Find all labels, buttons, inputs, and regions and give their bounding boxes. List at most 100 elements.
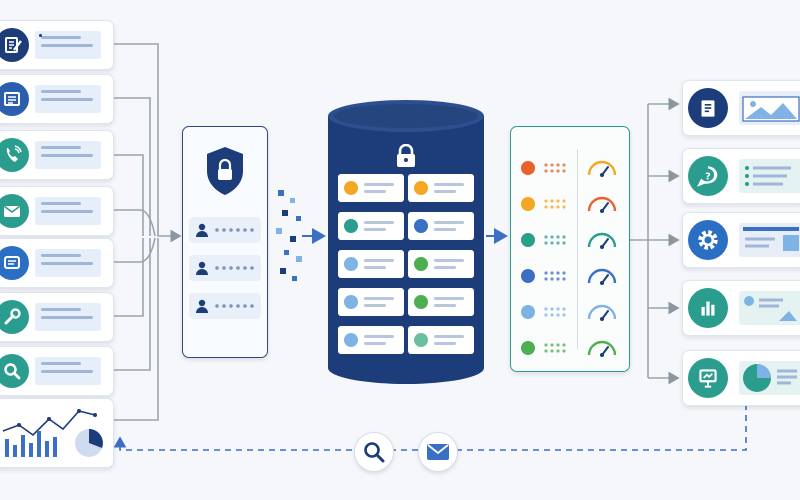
metric-dots	[544, 199, 566, 209]
metric-status-dot	[521, 197, 535, 211]
image-thumbnail-icon	[742, 96, 800, 122]
record-status-dot	[344, 181, 358, 195]
placeholder-line	[41, 316, 93, 319]
placeholder-line	[41, 370, 93, 373]
gear-icon	[688, 220, 728, 260]
presentation-icon	[688, 358, 728, 398]
placeholder-line	[41, 202, 81, 205]
source-card	[0, 130, 114, 180]
profile-thumbnail-icon	[744, 296, 797, 321]
record-status-dot	[414, 219, 428, 233]
database-record	[408, 288, 474, 316]
user-icon	[196, 261, 208, 275]
record-status-dot	[344, 257, 358, 271]
metric-dots	[544, 271, 566, 281]
metric-row	[511, 193, 629, 219]
placeholder-line	[41, 44, 93, 47]
record-status-dot	[414, 257, 428, 271]
edit-document-icon	[0, 28, 29, 62]
preview-placeholder	[739, 361, 800, 395]
preview-placeholder	[739, 91, 800, 125]
source-card	[0, 186, 114, 236]
metric-status-dot	[521, 161, 535, 175]
feedback-mail-button[interactable]	[418, 432, 458, 472]
window-thumbnail-icon	[743, 227, 799, 251]
user-credential-row	[189, 217, 261, 243]
metric-dots	[544, 235, 566, 245]
gauge-icon	[587, 160, 617, 177]
source-card	[0, 346, 114, 396]
preview-placeholder	[739, 223, 800, 257]
metric-status-dot	[521, 269, 535, 283]
placeholder-line	[41, 210, 93, 213]
placeholder-line	[41, 146, 81, 149]
document-list-icon	[0, 82, 29, 116]
preview-placeholder	[739, 291, 800, 325]
search-icon	[0, 354, 29, 388]
chart-icon	[2, 409, 103, 457]
database-record	[408, 326, 474, 354]
preview-placeholder	[739, 159, 800, 193]
source-card	[0, 20, 114, 70]
metric-row	[511, 157, 629, 183]
record-status-dot	[414, 181, 428, 195]
help-chat-icon: ?	[688, 156, 728, 196]
metric-row	[511, 229, 629, 255]
gauge-icon	[587, 196, 617, 213]
svg-text:?: ?	[705, 171, 711, 182]
list-thumbnail-icon	[745, 166, 791, 186]
mail-icon	[427, 444, 449, 460]
record-status-dot	[344, 219, 358, 233]
processing-panel	[510, 126, 630, 372]
database-record	[338, 326, 404, 354]
output-card	[682, 350, 800, 406]
database-record	[338, 250, 404, 278]
database-record	[408, 212, 474, 240]
metric-dots	[544, 307, 566, 317]
source-card	[0, 238, 114, 288]
metric-status-dot	[521, 233, 535, 247]
metric-row	[511, 337, 629, 363]
database-record	[338, 212, 404, 240]
placeholder-line	[41, 154, 93, 157]
database-record	[338, 288, 404, 316]
placeholder-line	[41, 36, 81, 39]
report-document-icon	[688, 88, 728, 128]
database-record	[408, 250, 474, 278]
record-status-dot	[344, 333, 358, 347]
user-credential-row	[189, 255, 261, 281]
gauge-icon	[587, 232, 617, 249]
record-status-dot	[414, 295, 428, 309]
output-card	[682, 280, 800, 336]
metric-row	[511, 265, 629, 291]
metric-status-dot	[521, 305, 535, 319]
placeholder-line	[41, 362, 81, 365]
pie-thumbnail-icon	[743, 364, 797, 392]
placeholder-line	[41, 308, 81, 311]
placeholder-line	[41, 90, 81, 93]
masked-password-dots	[215, 228, 254, 232]
source-card	[0, 74, 114, 124]
gauge-icon	[587, 340, 617, 357]
placeholder-line	[41, 254, 81, 257]
masked-password-dots	[215, 304, 254, 308]
database-record	[408, 174, 474, 202]
phone-icon	[0, 138, 29, 172]
user-icon	[196, 223, 208, 237]
security-panel	[182, 126, 268, 358]
gauge-icon	[587, 268, 617, 285]
masked-password-dots	[215, 266, 254, 270]
shield-lock-icon	[203, 145, 247, 201]
metric-dots	[544, 163, 566, 173]
feedback-search-button[interactable]	[354, 432, 394, 472]
source-card	[0, 292, 114, 342]
gauge-icon	[587, 304, 617, 321]
source-card-analytics	[0, 398, 114, 468]
placeholder-line	[41, 262, 93, 265]
output-card	[682, 212, 800, 268]
lock-icon	[396, 143, 416, 172]
output-card	[682, 80, 800, 136]
record-status-dot	[344, 295, 358, 309]
email-icon	[0, 194, 29, 228]
